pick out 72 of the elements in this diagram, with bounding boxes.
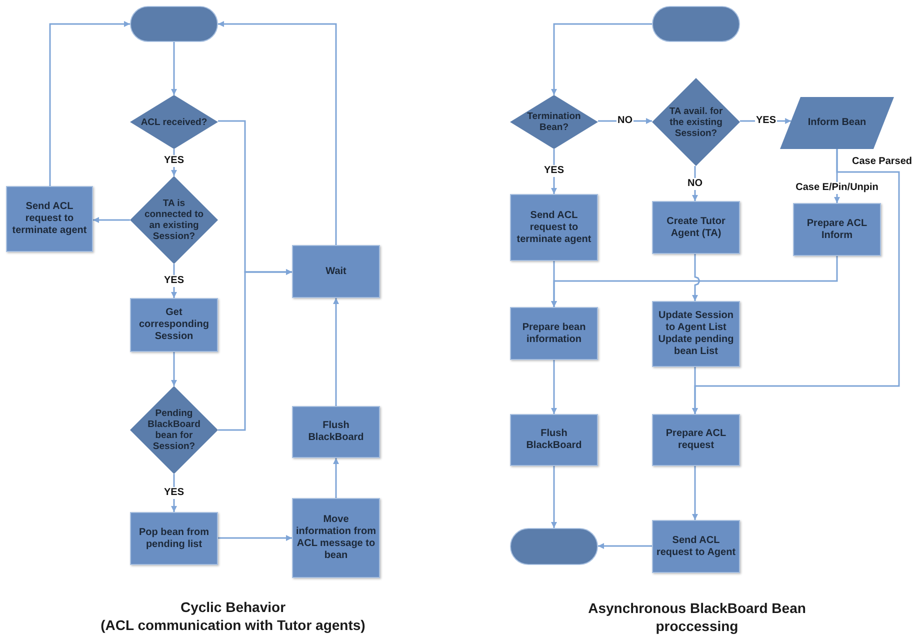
input-parallelogram — [780, 97, 894, 149]
edge-label: Case E/Pin/Unpin — [794, 182, 880, 194]
step-label: Create Tutor Agent (TA) — [666, 216, 726, 240]
figure-caption: Cyclic Behavior — [179, 598, 287, 616]
decision-diamond — [510, 95, 598, 149]
arrow — [551, 23, 652, 95]
step-label: Update Session to Agent List — [657, 310, 735, 334]
process-box — [130, 512, 218, 565]
process-box — [292, 498, 380, 578]
arrow — [551, 256, 838, 307]
arrow — [692, 466, 698, 520]
step-label: Inform Bean — [806, 117, 868, 129]
arrow — [551, 466, 557, 528]
arrow — [551, 360, 557, 414]
step-label: Prepare bean information — [521, 322, 587, 346]
arrow — [93, 217, 130, 223]
arrow — [333, 458, 339, 498]
decision-diamond — [130, 386, 218, 474]
edge-label: NO — [686, 178, 704, 190]
step-label: TA is connected to an existing Session? — [143, 198, 205, 242]
step-label: Pending BlackBoard bean for Session? — [146, 408, 202, 452]
edge-label: YES — [163, 155, 185, 167]
step-label: Prepare ACL request — [664, 428, 728, 452]
process-box — [652, 301, 740, 367]
step-label: Wait — [324, 266, 348, 278]
step-label: Update pending bean List — [657, 334, 735, 358]
process-box — [510, 414, 598, 466]
arrow — [171, 42, 177, 95]
process-box — [6, 186, 93, 252]
arrow — [333, 298, 339, 406]
terminator-shape — [130, 6, 218, 42]
arrow — [218, 535, 292, 541]
process-box — [652, 201, 740, 254]
edge-label: YES — [163, 275, 185, 287]
terminator-shape — [652, 6, 740, 42]
decision-diamond — [130, 95, 218, 149]
process-box — [292, 245, 380, 298]
edge-label: YES — [163, 487, 185, 499]
step-label: Move information from ACL message to bean — [295, 514, 377, 562]
arrow — [692, 254, 700, 301]
process-box — [510, 194, 598, 261]
arrow — [692, 367, 698, 414]
arrow — [218, 21, 337, 245]
process-box — [793, 203, 881, 256]
arrow — [551, 149, 557, 194]
arrow — [49, 21, 130, 186]
figure-caption: (ACL communication with Tutor agents) — [100, 616, 366, 634]
step-label: Pop bean from pending list — [138, 526, 210, 550]
step-label: Prepare ACL Inform — [806, 218, 868, 242]
step-label: ACL received? — [140, 116, 208, 128]
process-box — [130, 298, 218, 352]
step-label: Flush BlackBoard — [307, 420, 365, 444]
decision-diamond — [652, 78, 740, 166]
arrow — [171, 352, 177, 386]
figure-caption: Asynchronous BlackBoard Bean proccessing — [587, 599, 807, 635]
step-label: Send ACL request to Agent — [655, 534, 737, 558]
step-label: Flush BlackBoard — [525, 428, 583, 452]
step-label: Send ACL request to terminate agent — [516, 210, 592, 246]
step-label: TA avail. for the existing Session? — [668, 106, 724, 138]
step-label: Get corresponding Session — [138, 307, 210, 343]
step-label: Termination Bean? — [526, 111, 582, 133]
process-box — [292, 406, 380, 458]
process-box — [510, 307, 598, 360]
arrow — [218, 269, 292, 431]
arrow — [692, 166, 698, 201]
process-box — [652, 414, 740, 466]
decision-diamond — [130, 176, 218, 264]
edge-label: YES — [543, 165, 565, 177]
process-box — [652, 520, 740, 573]
terminator-shape — [510, 528, 598, 565]
arrow — [598, 543, 652, 549]
step-label: Send ACL request to terminate agent — [11, 201, 88, 237]
